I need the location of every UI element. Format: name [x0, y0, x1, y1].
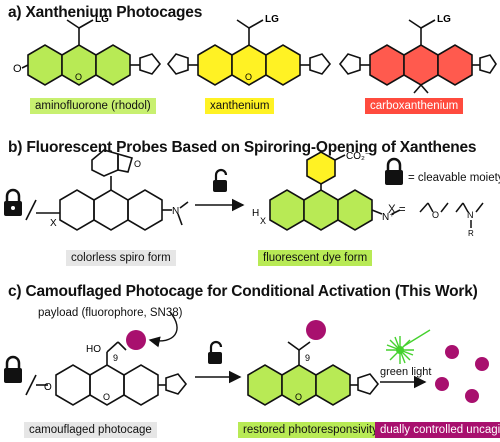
legend-x-text: X = [388, 204, 406, 216]
carboxanthenium-pyrrolidine-left [338, 53, 361, 75]
unlock-icon [213, 168, 228, 192]
rhodol-ring-o: O [75, 72, 82, 82]
camouflaged-label: camouflaged photocage [24, 422, 157, 438]
carboxanthenium-core [369, 44, 473, 86]
payload-circle-restored [306, 320, 326, 340]
spiro-form-label: colorless spiro form [66, 250, 176, 266]
section-b-title: b) Fluorescent Probes Based on Spiroring… [8, 139, 477, 156]
spiro-form-structure: O N [59, 149, 189, 231]
spiro-lactone-o: O [134, 159, 141, 169]
carboxylate-label: CO₂⁻ [346, 151, 370, 162]
xanthenium-lg-label: LG [265, 14, 279, 25]
uncaging-label: dually controlled uncaging [375, 422, 500, 438]
restored-label: restored photoresponsivity [238, 422, 383, 438]
rhodol-lg-label: LG [95, 14, 109, 25]
dye-form-label: fluorescent dye form [258, 250, 373, 266]
svg-text:N: N [467, 210, 474, 220]
c9-label-left: 9 [113, 353, 118, 363]
payload-pointer-arrow [148, 311, 178, 348]
open-form-structure: CO₂⁻ H X N⁺ [252, 151, 401, 231]
camouflaged-photocage-structure: O HO 9 [55, 330, 188, 406]
open-n-label: N⁺ [382, 212, 395, 223]
carboxanthenium-pyrrolidine-right [479, 54, 497, 74]
legend-lock-text: = cleavable moiety [408, 172, 500, 184]
lock-icon [4, 188, 22, 216]
rhodol-pyrrolidine [139, 53, 162, 75]
rhodol-label: aminofluorone (rhodol) [30, 98, 156, 114]
xanthenium-structure: LG O [166, 14, 332, 86]
payload-circle [126, 330, 146, 350]
green-light-label: green light [380, 366, 432, 378]
carboxanthenium-lg-label: LG [437, 14, 451, 25]
svg-text:O: O [432, 210, 439, 220]
ho-label: HO [86, 344, 101, 355]
green-light-burst-icon [386, 329, 431, 364]
xanthenium-pyrrolidine-right [309, 53, 332, 75]
spiro-n-label: N [172, 206, 179, 217]
carboxanthenium-label: carboxanthenium [365, 98, 464, 114]
unlock-icon-c [208, 340, 223, 364]
x-option-ether-icon: O [419, 202, 449, 220]
payload-label: payload (fluorophore, SN38) [38, 307, 183, 319]
rhodol-structure: LG O O [13, 14, 162, 86]
rhodol-carbonyl-o: O [13, 63, 22, 75]
section-c-title: c) Camouflaged Photocage for Conditional… [8, 283, 478, 300]
open-x-label: H [252, 208, 259, 219]
x-option-amine-icon: N R [455, 202, 484, 238]
svg-text:O: O [103, 392, 110, 402]
xanthenium-label: xanthenium [205, 98, 275, 114]
restored-structure: O 9 [247, 320, 380, 406]
xanthenium-ring-o: O [245, 72, 252, 82]
carboxanthenium-structure: LG [338, 14, 497, 94]
spiro-x-label: X [50, 218, 57, 229]
open-x-sub-label: X [260, 216, 266, 226]
svg-text:R: R [468, 229, 474, 238]
c9-label-right: 9 [305, 353, 310, 363]
camouflaged-o-label: O [44, 382, 52, 393]
svg-text:O: O [295, 392, 302, 402]
lock-icon-c [4, 355, 22, 383]
legend-lock-icon [385, 157, 403, 185]
released-payload-circles [435, 345, 489, 403]
xanthenium-pyrrolidine-left [166, 53, 189, 75]
rhodol-core [27, 44, 131, 86]
section-a-title: a) Xanthenium Photocages [8, 4, 203, 21]
